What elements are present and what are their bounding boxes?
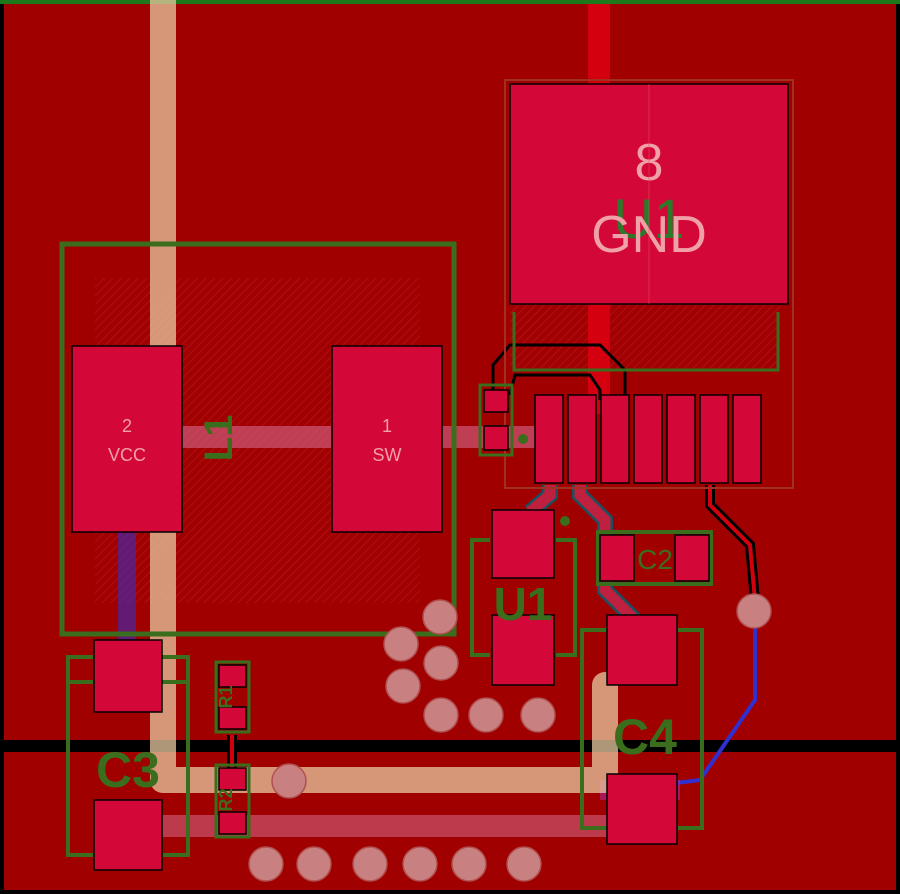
c2-pad-left[interactable] [599,534,635,582]
via[interactable] [402,846,438,882]
via[interactable] [422,599,458,635]
u1-small-ref: U1 [494,578,553,630]
c4-footprint[interactable]: C4 [580,614,704,845]
r-small-pad-top[interactable] [483,389,509,413]
c4-pad-top[interactable] [606,614,678,686]
l1-footprint[interactable]: 2 VCC 1 SW L1 [59,241,457,637]
via[interactable] [451,846,487,882]
via[interactable] [248,846,284,882]
r2-silkscreen [214,763,251,839]
c2-silkscreen [596,530,713,586]
r1-ref: R1 [216,685,236,708]
trace-u1-to-c4-inner [574,485,639,624]
c4-ref: C4 [613,709,677,765]
trace-u1-left [491,343,627,400]
u1-pad[interactable] [666,394,696,484]
u1-small-footprint[interactable]: U1 [470,509,577,686]
u1-pad[interactable] [633,394,663,484]
u1-footprint[interactable]: 8 U1 GND [504,79,794,489]
r-small-silk [478,383,514,457]
r2-pad-bottom[interactable] [218,811,247,835]
via[interactable] [520,697,556,733]
l1-pad2-net: VCC [108,445,146,465]
u1-small-silkscreen [470,538,577,657]
r2-footprint[interactable]: R2 [214,763,251,839]
via[interactable] [383,626,419,662]
u1-pad[interactable] [732,394,762,484]
u1-small-pad-top[interactable] [491,509,555,579]
c3-ref: C3 [96,742,160,798]
via[interactable] [423,697,459,733]
l1-pad-2[interactable] [71,345,183,533]
u1-small-pad-bottom[interactable] [491,614,555,686]
via[interactable] [423,645,459,681]
c2-pad-right[interactable] [674,534,710,582]
r1-silkscreen [214,660,251,734]
r1-pad-bottom[interactable] [218,706,247,730]
u1-silkscreen [512,312,780,372]
l1-silkscreen [59,241,457,637]
via[interactable] [271,763,307,799]
u1-pad[interactable] [699,394,729,484]
trace-u1-right-inner [708,485,757,601]
r-small-dot [518,434,528,444]
r2-pad-top[interactable] [218,767,247,791]
via[interactable] [385,668,421,704]
vias [248,593,772,882]
trace-u1-mid [508,373,602,400]
c3-pad-top[interactable] [93,639,163,713]
l1-pad2-number: 2 [122,416,132,436]
u1-pads-row [534,394,762,484]
u1-keepout [510,300,780,370]
u1-pad[interactable] [600,394,630,484]
via[interactable] [736,593,772,629]
u1-pad[interactable] [567,394,597,484]
c3-footprint[interactable]: C3 [66,639,190,871]
via[interactable] [468,697,504,733]
via[interactable] [506,846,542,882]
l1-pad1-net: SW [373,445,402,465]
via[interactable] [296,846,332,882]
c3-pad-bottom[interactable] [93,799,163,871]
r1-pad-top[interactable] [218,664,247,688]
u1-outline [504,79,794,489]
r-small-pad-bottom[interactable] [483,425,509,451]
u1-pad[interactable] [534,394,564,484]
r1-footprint[interactable]: R1 [214,660,251,734]
c4-pad-bottom[interactable] [606,773,678,845]
c2-ref: C2 [637,544,673,575]
l1-pad1-number: 1 [382,416,392,436]
l1-ref: L1 [197,415,241,462]
r2-ref: R2 [216,788,236,811]
u1-small-pin1-dot [560,516,570,526]
c2-footprint[interactable]: C2 [596,530,713,586]
r-small-u1[interactable] [478,383,528,457]
via[interactable] [352,846,388,882]
l1-pad-1[interactable] [331,345,443,533]
